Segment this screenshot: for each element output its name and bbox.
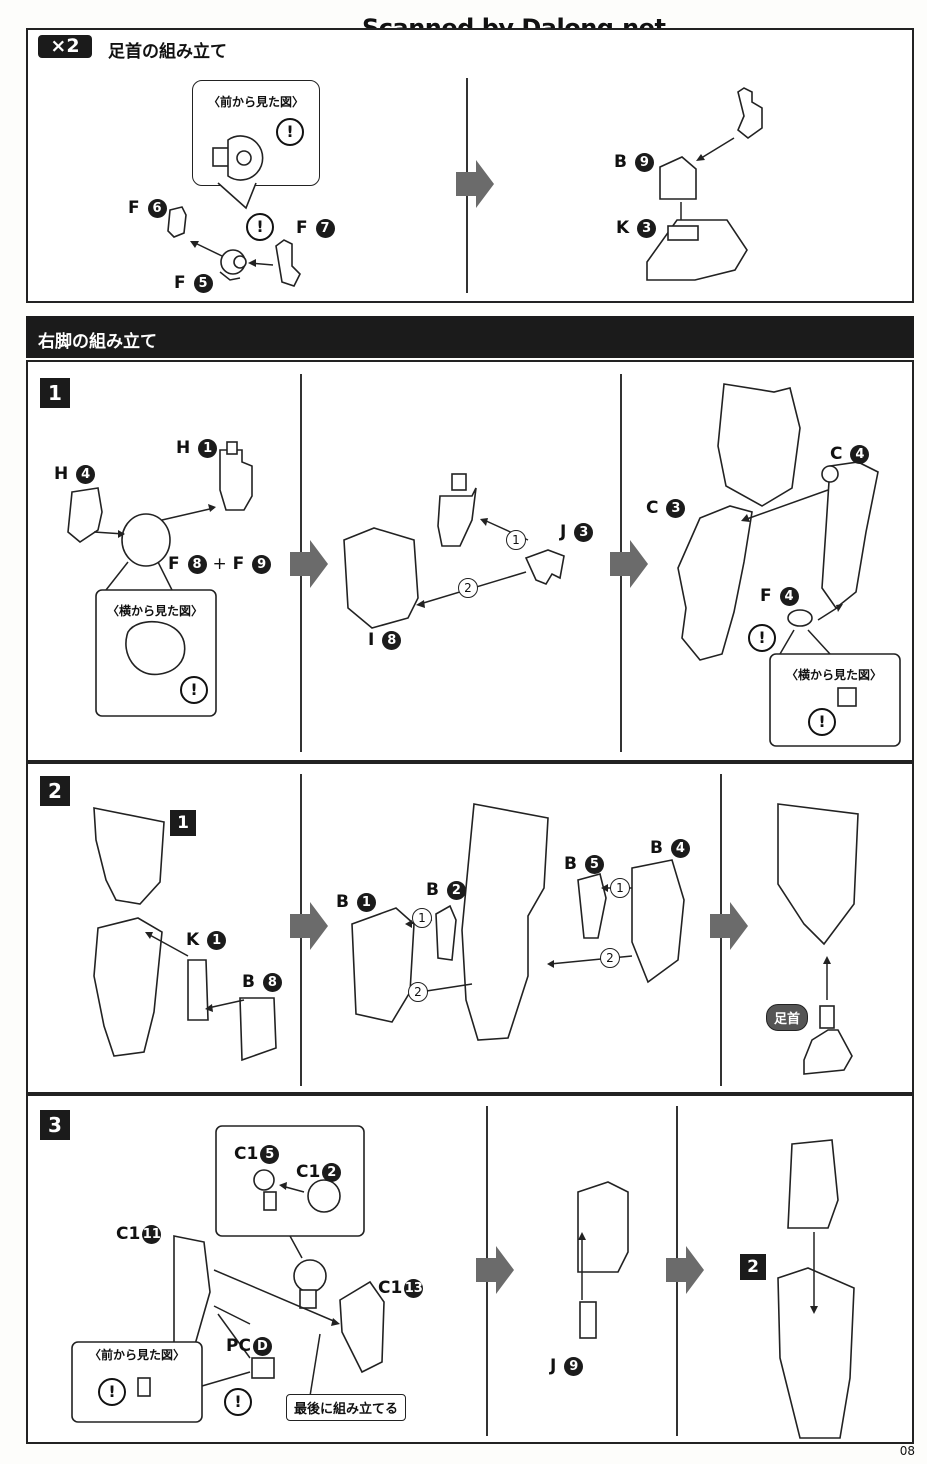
label-f5: F 5 <box>174 273 213 293</box>
label-f6: F 6 <box>128 198 167 218</box>
front-view-title-s3: 〈前から見た図〉 <box>78 1346 196 1363</box>
ankle-section-header: ×2 足首の組み立て <box>28 30 912 64</box>
seq-s2-2b: 2 <box>600 948 620 968</box>
label-j3: J 3 <box>560 522 594 542</box>
label-b1: B 1 <box>336 892 376 912</box>
label-c3: C 3 <box>646 498 686 518</box>
step-1-drawing <box>67 383 901 747</box>
label-f7: F 7 <box>296 218 335 238</box>
label-b2: B 2 <box>426 880 466 900</box>
seq-s2-2a: 2 <box>408 982 428 1002</box>
ankle-tag: 足首 <box>766 1004 809 1031</box>
step-2-ref-1: 1 <box>170 810 196 836</box>
seq-s2-1a: 1 <box>412 908 432 928</box>
side-view-title-1: 〈横から見た図〉 <box>100 602 210 619</box>
ankle-section: ×2 足首の組み立て 〈前から見た図〉 ! ! F 6 F 7 <box>26 28 914 303</box>
label-k3: K 3 <box>616 218 657 238</box>
label-b9: B 9 <box>614 152 654 172</box>
step-2-panel: 2 1 1 2 1 2 足首 K 1 B 8 B 1 B 2 B 5 B 4 <box>26 762 914 1094</box>
right-leg-title: 右脚の組み立て <box>38 332 157 352</box>
front-view-title: 〈前から見た図〉 <box>207 95 304 109</box>
right-leg-section: 右脚の組み立て <box>26 316 914 1444</box>
seq-s2-1b: 1 <box>610 878 630 898</box>
label-h4: H 4 <box>54 464 96 484</box>
warn-icon-callout: ! <box>276 118 304 146</box>
label-k1: K 1 <box>186 930 227 950</box>
label-f4: F 4 <box>760 586 799 606</box>
label-h1: H 1 <box>176 438 218 458</box>
label-b5: B 5 <box>564 854 604 874</box>
label-b8: B 8 <box>242 972 282 992</box>
assemble-last-note: 最後に組み立てる <box>286 1394 407 1421</box>
seq-2a: 2 <box>458 578 478 598</box>
label-b4: B 4 <box>650 838 690 858</box>
step-3-number: 3 <box>40 1110 70 1140</box>
label-c4: C 4 <box>830 444 870 464</box>
warn-icon-s3b: ! <box>224 1388 252 1416</box>
warn-icon-s1a: ! <box>180 676 208 704</box>
ankle-drawing <box>167 87 763 287</box>
page-number: 08 <box>899 1444 915 1458</box>
ankle-section-title: 足首の組み立て <box>108 42 227 62</box>
warn-icon-f5: ! <box>246 213 274 241</box>
warn-icon-s1b: ! <box>748 624 776 652</box>
label-j9: J 9 <box>550 1356 584 1376</box>
step-3-drawing <box>71 1125 855 1439</box>
warn-icon-s3a: ! <box>98 1378 126 1406</box>
side-view-title-2: 〈横から見た図〉 <box>774 666 894 683</box>
seq-1a: 1 <box>506 530 526 550</box>
step-2-number: 2 <box>40 776 70 806</box>
multiplier-badge: ×2 <box>38 35 92 58</box>
right-leg-header: 右脚の組み立て <box>26 316 914 358</box>
step-2-drawing <box>93 803 859 1075</box>
step-1-panel: 1 1 2 〈横から見た図〉 <box>26 360 914 762</box>
step-3-ref-2: 2 <box>740 1254 766 1280</box>
label-i8: I 8 <box>368 630 402 650</box>
warn-icon-s1c: ! <box>808 708 836 736</box>
step-1-number: 1 <box>40 378 70 408</box>
label-f8-f9: F 8 + F 9 <box>168 554 272 574</box>
